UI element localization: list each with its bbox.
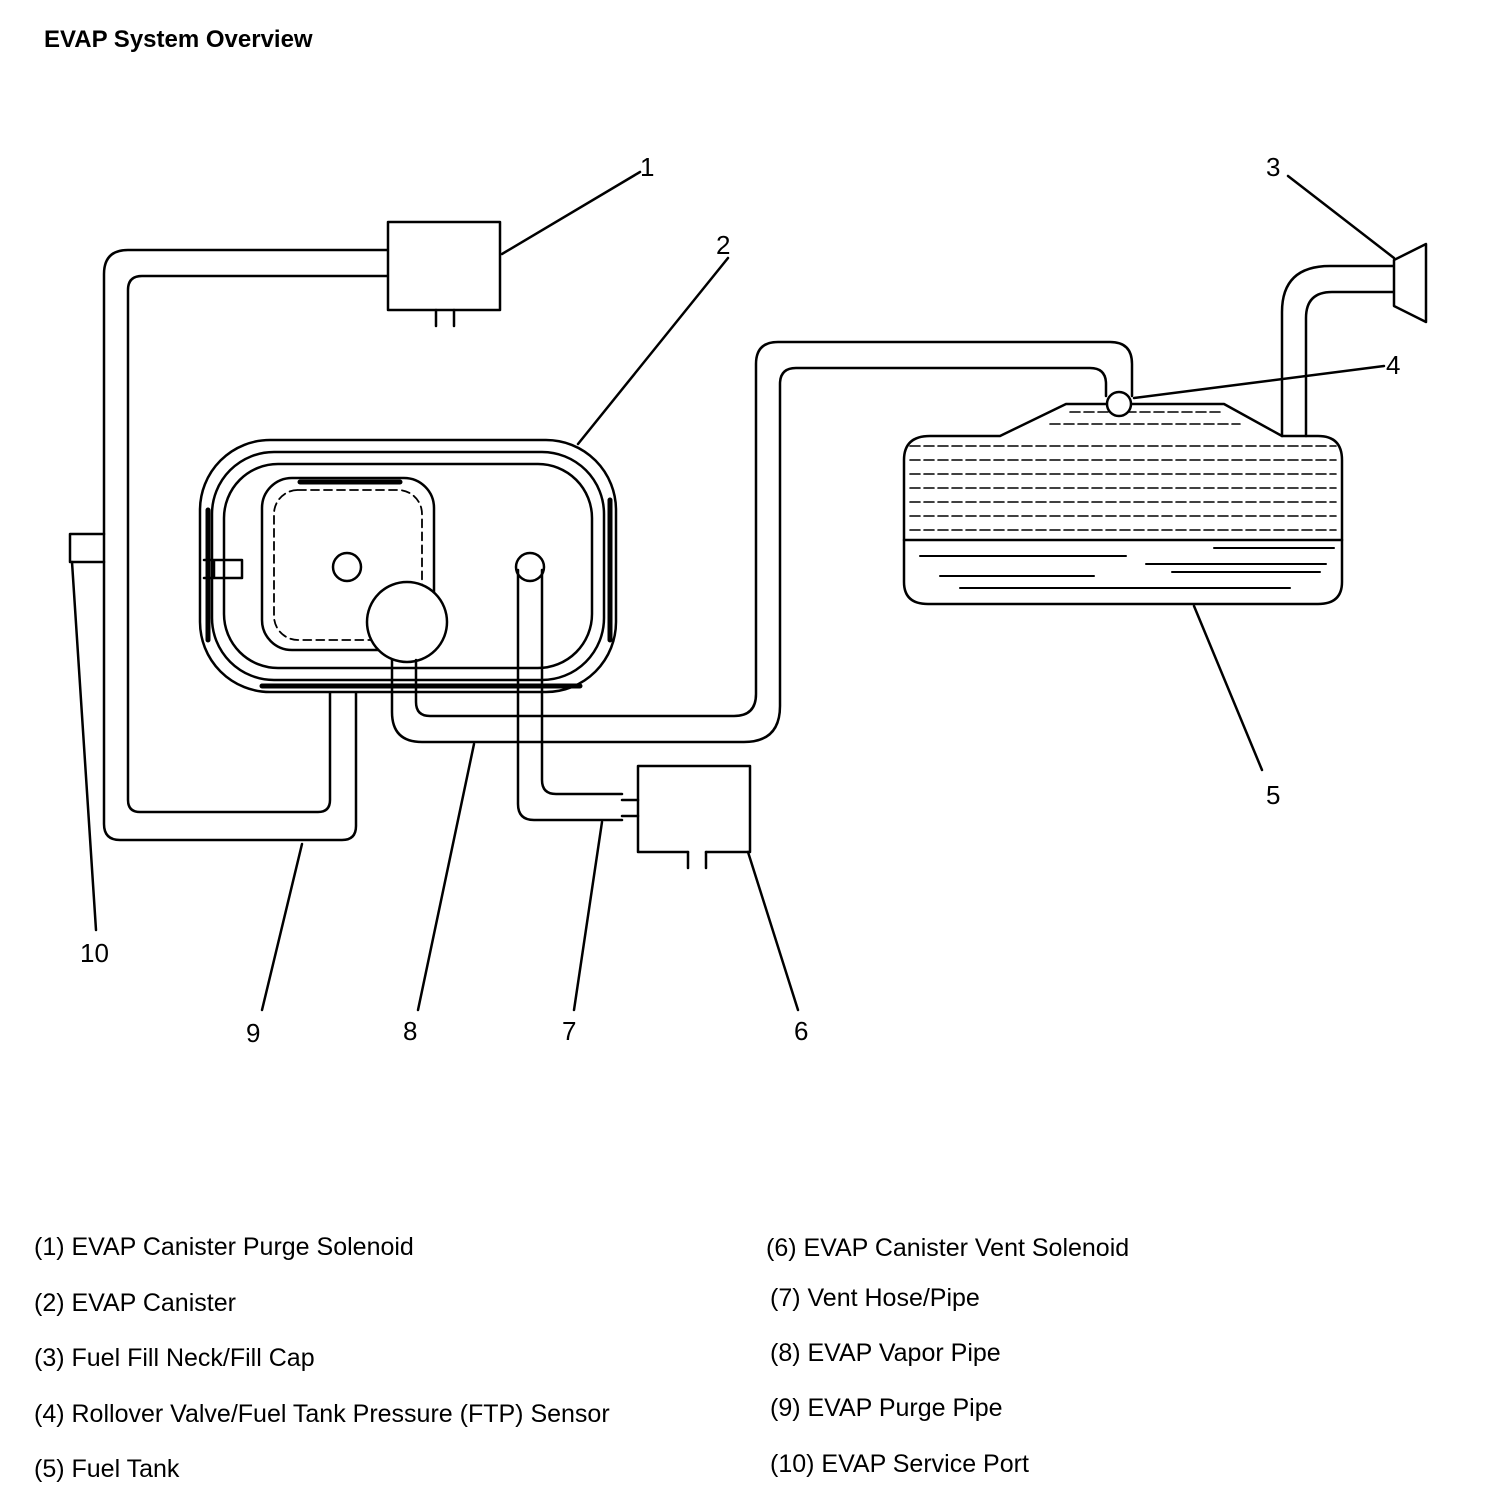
callout-6: 6 <box>794 1016 808 1046</box>
callout-1: 1 <box>640 152 654 182</box>
evap-canister-vent-solenoid <box>620 764 800 1012</box>
callout-2: 2 <box>716 230 730 260</box>
callout-7: 7 <box>562 1016 576 1046</box>
purge-pipe-leader <box>260 842 304 1012</box>
callout-4: 4 <box>1386 350 1400 380</box>
canister-sensor <box>365 580 449 664</box>
evap-canister <box>198 256 730 694</box>
evap-vapor-pipe <box>390 340 1134 1012</box>
legend-item-8: (8) EVAP Vapor Pipe <box>770 1339 1001 1367</box>
rollover-valve-ftp-sensor <box>1105 364 1386 418</box>
legend-item-7: (7) Vent Hose/Pipe <box>770 1284 980 1312</box>
evap-diagram: 1 2 3 4 5 6 7 8 9 10 <box>68 152 1428 1048</box>
callout-8: 8 <box>403 1016 417 1046</box>
diagram-title: EVAP System Overview <box>44 26 313 53</box>
legend-item-2: (2) EVAP Canister <box>34 1289 236 1317</box>
callout-5: 5 <box>1266 780 1280 810</box>
callout-3: 3 <box>1266 152 1280 182</box>
fuel-fill-neck-fill-cap <box>1280 174 1428 438</box>
legend-item-4: (4) Rollover Valve/Fuel Tank Pressure (F… <box>34 1400 610 1428</box>
fuel-tank <box>902 402 1344 772</box>
callout-10: 10 <box>80 938 109 968</box>
callout-9: 9 <box>246 1018 260 1048</box>
legend-item-6: (6) EVAP Canister Vent Solenoid <box>766 1234 1130 1262</box>
legend-item-1: (1) EVAP Canister Purge Solenoid <box>34 1233 414 1261</box>
evap-canister-purge-solenoid <box>386 170 642 328</box>
vent-hose-pipe <box>516 568 624 1012</box>
legend-item-9: (9) EVAP Purge Pipe <box>770 1394 1003 1422</box>
legend-item-5: (5) Fuel Tank <box>34 1455 180 1483</box>
evap-purge-pipe <box>102 248 390 842</box>
legend-item-10: (10) EVAP Service Port <box>770 1450 1029 1478</box>
legend-item-3: (3) Fuel Fill Neck/Fill Cap <box>34 1344 315 1372</box>
evap-service-port <box>68 532 106 932</box>
